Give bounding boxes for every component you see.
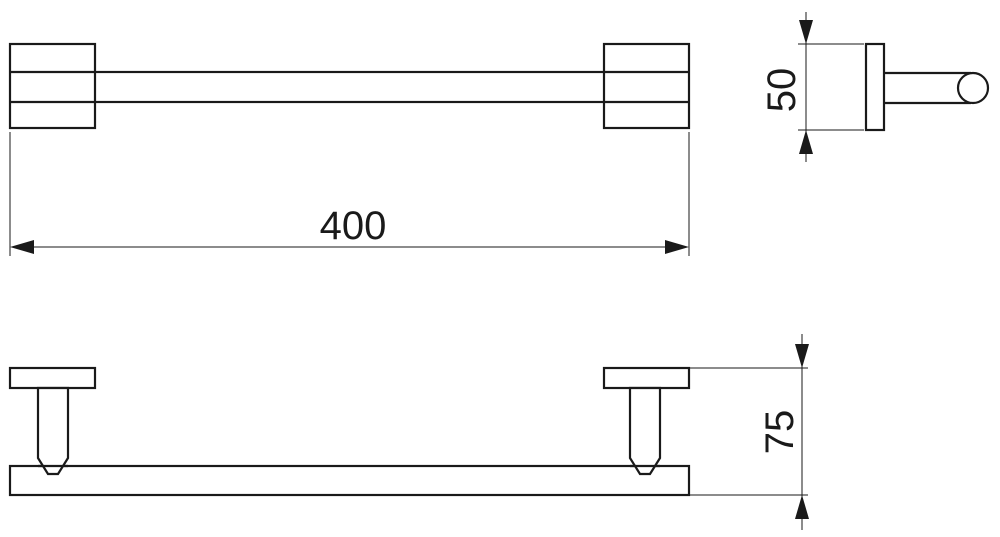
length-arrow-left [10, 240, 34, 254]
projection-arrow-bottom [795, 495, 809, 519]
front-view [8, 42, 691, 130]
length-dimension-label: 400 [320, 204, 387, 248]
side-bar-end [956, 71, 990, 105]
projection-arrow-top [795, 344, 809, 368]
depth-arrow-top [799, 20, 813, 44]
top-left-plate [8, 366, 97, 390]
depth-arrow-bottom [799, 130, 813, 154]
side-wall-plate [864, 42, 886, 132]
front-right-mount [602, 42, 691, 130]
top-right-plate [602, 366, 691, 390]
length-dimension: 400 [9, 132, 690, 256]
top-bar [8, 464, 691, 497]
depth-dimension-label: 50 [760, 68, 804, 113]
projection-dimension-label: 75 [758, 410, 802, 455]
side-view [864, 42, 990, 132]
front-left-mount [8, 42, 97, 130]
top-left-arm [36, 386, 70, 476]
projection-dimension: 75 [689, 334, 809, 530]
depth-dimension: 50 [760, 12, 864, 162]
length-arrow-right [665, 240, 689, 254]
front-bar [88, 70, 612, 104]
top-view [8, 366, 691, 497]
top-right-arm [628, 386, 662, 476]
